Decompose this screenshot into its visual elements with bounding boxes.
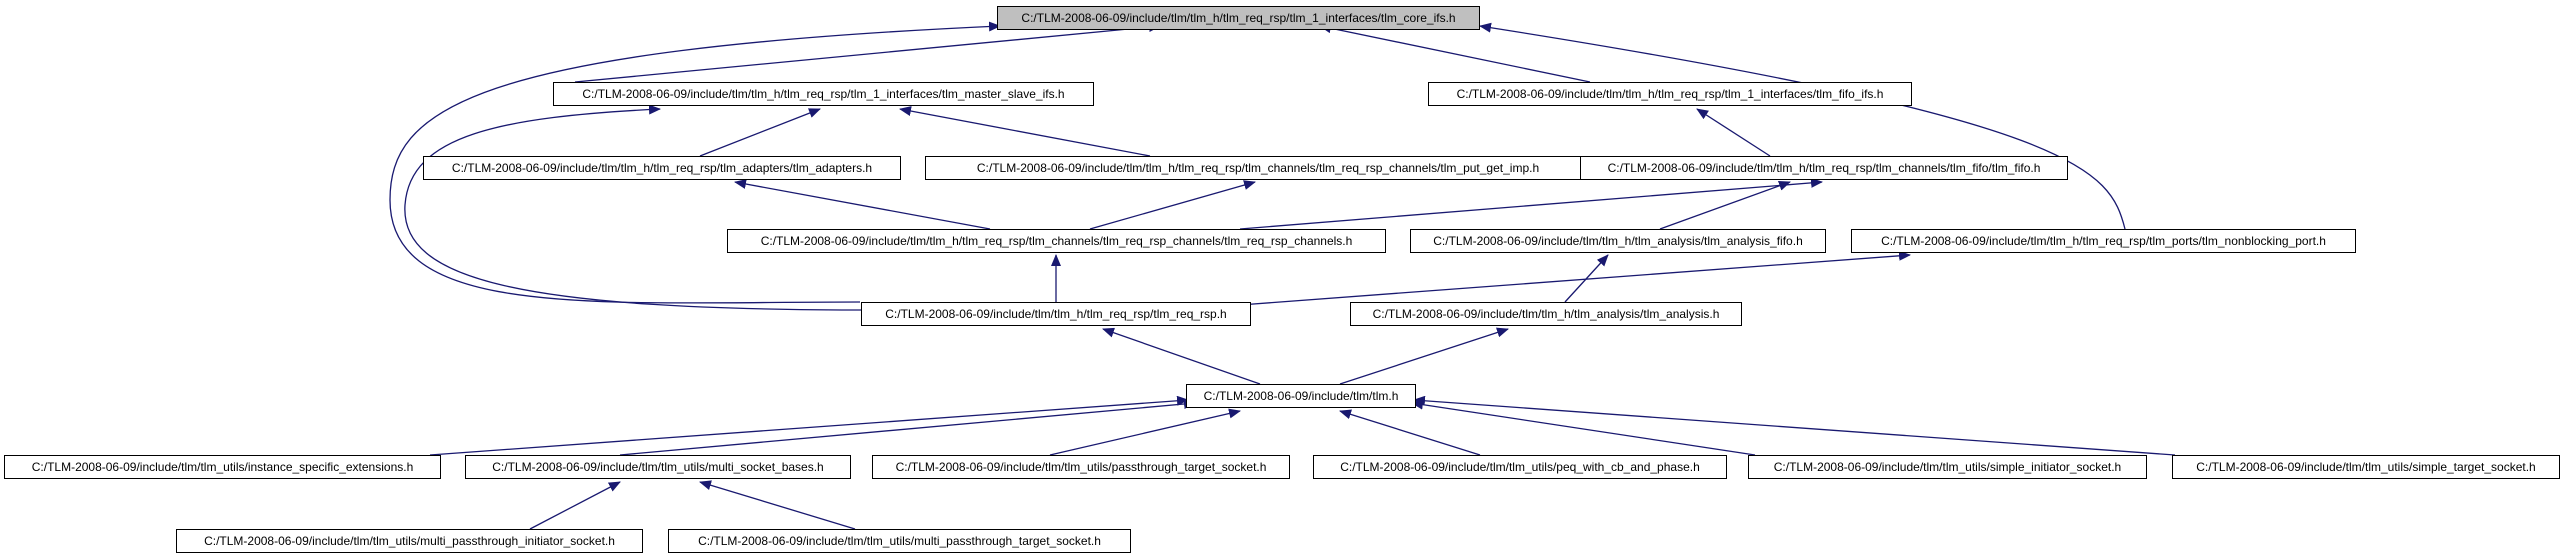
edge-fifo-ifs-to-core-ifs [1319,23,1591,83]
edge-instance-specific-to-tlm-h [429,395,1189,456]
edge-tlm-h-to-analysis [1339,327,1509,385]
node-multi-passthrough-initiator-socket[interactable]: C:/TLM-2008-06-09/include/tlm/tlm_utils/… [176,529,643,553]
edge-adapters-to-master-slave-ifs [699,108,821,157]
edge-simple-initiator-to-tlm-h [1411,399,1756,456]
edge-passthrough-target-to-tlm-h [1049,408,1241,456]
edge-req-rsp-channels-to-tlm-fifo [1239,177,1823,230]
node-instance-specific-extensions[interactable]: C:/TLM-2008-06-09/include/tlm/tlm_utils/… [4,455,441,479]
edge-put-get-imp-to-master-slave-ifs [899,106,1151,157]
node-tlm-core-ifs[interactable]: C:/TLM-2008-06-09/include/tlm/tlm_h/tlm_… [997,6,1480,30]
node-tlm-h[interactable]: C:/TLM-2008-06-09/include/tlm/tlm.h [1186,384,1416,408]
edge-analysis-fifo-to-tlm-fifo [1659,181,1791,230]
node-peq-with-cb-and-phase[interactable]: C:/TLM-2008-06-09/include/tlm/tlm_utils/… [1313,455,1727,479]
node-tlm-fifo[interactable]: C:/TLM-2008-06-09/include/tlm/tlm_h/tlm_… [1580,156,2068,180]
node-tlm-put-get-imp[interactable]: C:/TLM-2008-06-09/include/tlm/tlm_h/tlm_… [925,156,1591,180]
node-multi-socket-bases[interactable]: C:/TLM-2008-06-09/include/tlm/tlm_utils/… [465,455,851,479]
edge-simple-target-to-tlm-h [1413,395,2176,456]
edge-multi-passthrough-initiator-to-multi-socket-bases [529,481,621,530]
node-tlm-master-slave-ifs[interactable]: C:/TLM-2008-06-09/include/tlm/tlm_h/tlm_… [553,82,1094,106]
node-tlm-analysis[interactable]: C:/TLM-2008-06-09/include/tlm/tlm_h/tlm_… [1350,302,1742,326]
node-tlm-req-rsp[interactable]: C:/TLM-2008-06-09/include/tlm/tlm_h/tlm_… [861,302,1251,326]
node-tlm-req-rsp-channels[interactable]: C:/TLM-2008-06-09/include/tlm/tlm_h/tlm_… [727,229,1386,253]
edge-tlm-h-to-req-rsp [1102,327,1261,385]
node-simple-initiator-socket[interactable]: C:/TLM-2008-06-09/include/tlm/tlm_utils/… [1748,455,2147,479]
node-simple-target-socket[interactable]: C:/TLM-2008-06-09/include/tlm/tlm_utils/… [2172,455,2560,479]
node-passthrough-target-socket[interactable]: C:/TLM-2008-06-09/include/tlm/tlm_utils/… [872,455,1290,479]
node-tlm-nonblocking-port[interactable]: C:/TLM-2008-06-09/include/tlm/tlm_h/tlm_… [1851,229,2356,253]
edge-multi-passthrough-target-to-multi-socket-bases [699,480,856,530]
edge-req-rsp-to-master-slave-ifs [404,104,871,311]
node-tlm-adapters[interactable]: C:/TLM-2008-06-09/include/tlm/tlm_h/tlm_… [423,156,901,180]
node-tlm-analysis-fifo[interactable]: C:/TLM-2008-06-09/include/tlm/tlm_h/tlm_… [1410,229,1826,253]
edge-req-rsp-to-nonblocking-port [1239,250,1911,306]
edge-nonblocking-port-to-core-ifs [1479,22,2126,230]
edge-req-rsp-channels-to-adapters [734,179,991,230]
node-multi-passthrough-target-socket[interactable]: C:/TLM-2008-06-09/include/tlm/tlm_utils/… [668,529,1131,553]
edge-peq-with-cb-to-tlm-h [1339,409,1481,456]
edge-multi-socket-bases-to-tlm-h [619,399,1196,456]
edge-tlm-fifo-to-fifo-ifs [1696,108,1771,157]
edge-req-rsp-channels-to-put-get-imp [1089,180,1256,230]
node-tlm-fifo-ifs[interactable]: C:/TLM-2008-06-09/include/tlm/tlm_h/tlm_… [1428,82,1912,106]
edge-master-slave-ifs-to-core-ifs [574,22,1161,83]
